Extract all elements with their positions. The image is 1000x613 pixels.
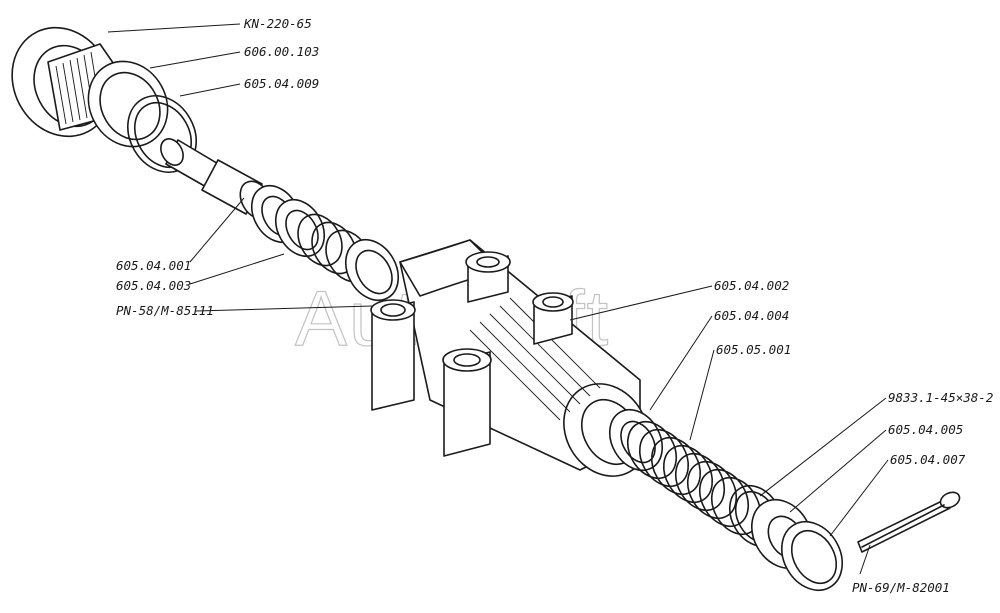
- split-pin-part: [857, 491, 961, 553]
- part-labels: KN-220-65 606.00.103 605.04.009 605.04.0…: [116, 16, 993, 595]
- label-o-ring: 9833.1-45×38-2: [888, 390, 993, 405]
- label-ring-1: 606.00.103: [244, 44, 319, 59]
- seal-part: [608, 409, 664, 471]
- label-cap: KN-220-65: [243, 16, 312, 31]
- leader-lines: [107, 23, 889, 575]
- label-circlip: 605.04.007: [890, 452, 966, 467]
- ring-part-1: [87, 60, 169, 148]
- label-fitting: PN-58/M-85111: [116, 303, 214, 318]
- label-body: 605.04.002: [714, 278, 789, 293]
- label-seal: 605.04.004: [714, 308, 789, 323]
- circlip-part: [781, 521, 843, 591]
- label-piston: 605.04.001: [116, 258, 191, 273]
- label-split-pin: PN-69/M-82001: [852, 580, 950, 595]
- label-washer: 605.04.005: [888, 422, 963, 437]
- label-cup: 605.04.003: [116, 278, 191, 293]
- cup-seal-part: [250, 184, 400, 301]
- label-ring-2: 605.04.009: [244, 76, 319, 91]
- cylinder-body-part: [370, 239, 649, 477]
- label-spring: 605.05.001: [716, 342, 791, 357]
